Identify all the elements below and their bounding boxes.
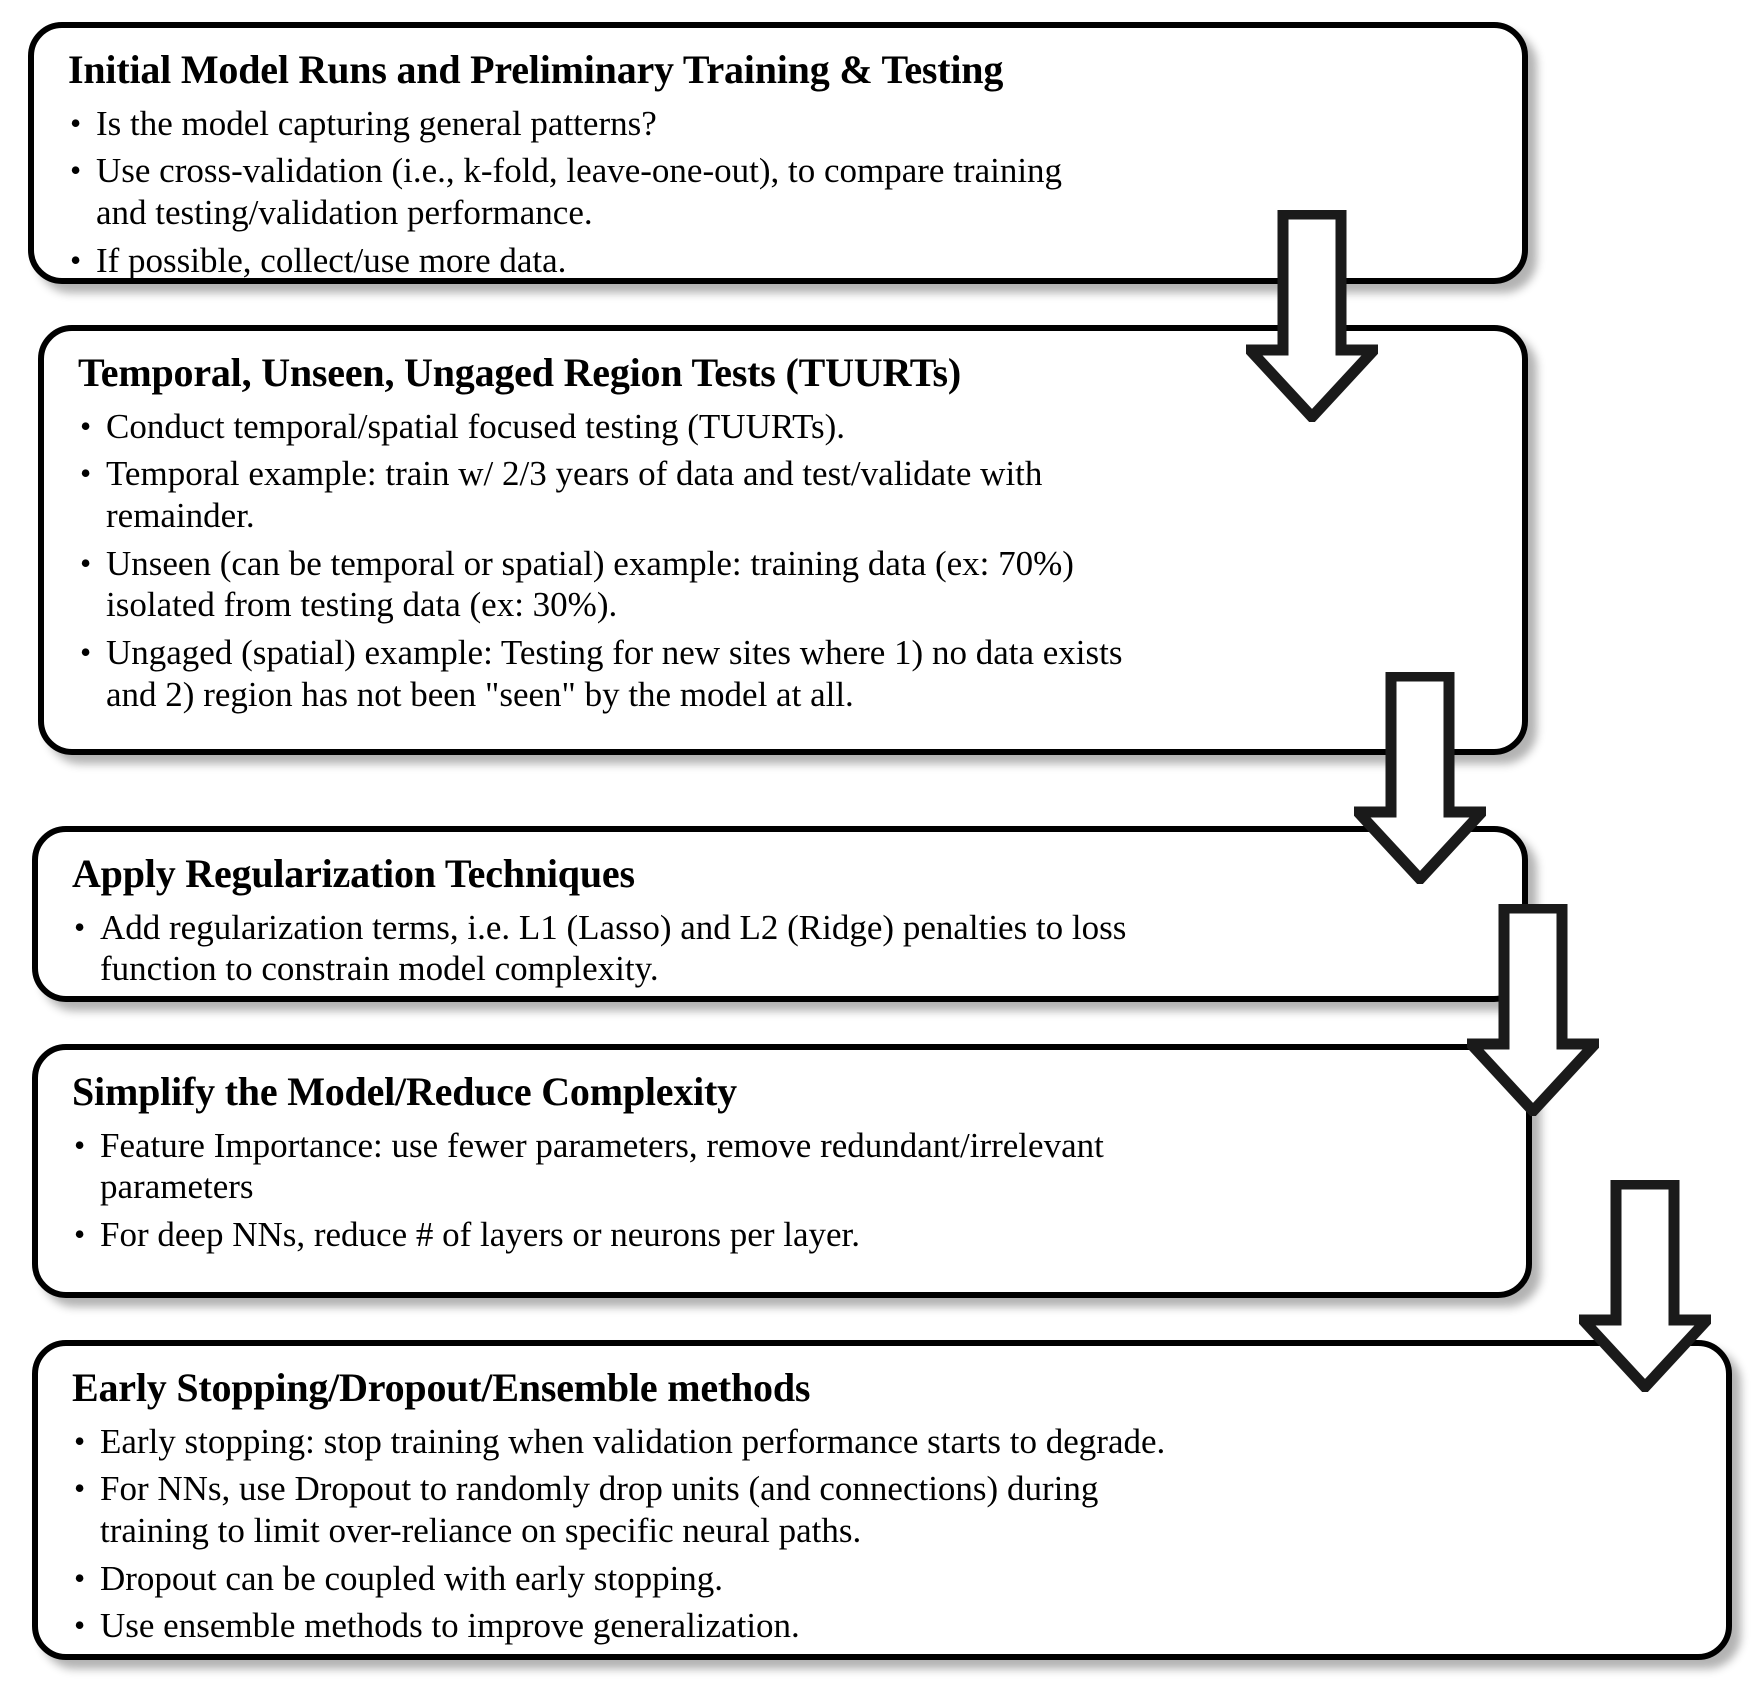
bullet-line: remainder. [106, 496, 255, 536]
list-item: • Use ensemble methods to improve genera… [70, 1605, 1700, 1647]
list-item: • Temporal example: train w/ 2/3 years o… [76, 453, 1496, 536]
step-bullet-list: • Is the model capturing general pattern… [60, 103, 1496, 282]
list-item: • Feature Importance: use fewer paramete… [70, 1125, 1500, 1208]
step-box-tuurts[interactable]: Temporal, Unseen, Ungaged Region Tests (… [38, 325, 1528, 755]
step-bullet-list: • Feature Importance: use fewer paramete… [64, 1125, 1500, 1256]
bullet-line: Use ensemble methods to improve generali… [100, 1606, 800, 1646]
list-item: • Dropout can be coupled with early stop… [70, 1558, 1700, 1600]
list-item: • Early stopping: stop training when val… [70, 1421, 1700, 1463]
bullet-icon: • [80, 455, 92, 492]
list-item: • Conduct temporal/spatial focused testi… [76, 406, 1496, 448]
bullet-line: parameters [100, 1167, 254, 1207]
list-item: • For NNs, use Dropout to randomly drop … [70, 1468, 1700, 1551]
arrow-3-connector [1467, 904, 1599, 1116]
bullet-icon: • [74, 908, 86, 945]
bullet-line: and 2) region has not been "seen" by the… [106, 674, 854, 714]
step-box-apply-regularization[interactable]: Apply Regularization Techniques • Add re… [32, 826, 1528, 1002]
bullet-line: Ungaged (spatial) example: Testing for n… [106, 633, 1123, 672]
arrow-1-connector [1246, 210, 1378, 422]
step-title: Simplify the Model/Reduce Complexity [72, 1069, 737, 1114]
step-title: Temporal, Unseen, Ungaged Region Tests (… [78, 350, 962, 395]
bullet-icon: • [80, 407, 92, 444]
bullet-line: If possible, collect/use more data. [96, 240, 567, 280]
bullet-icon: • [80, 634, 92, 670]
list-item: • Add regularization terms, i.e. L1 (Las… [70, 907, 1496, 990]
bullet-icon: • [74, 1607, 86, 1644]
bullet-line: Conduct temporal/spatial focused testing… [106, 406, 846, 446]
list-item: • For deep NNs, reduce # of layers or ne… [70, 1214, 1500, 1256]
bullet-line: Dropout can be coupled with early stoppi… [100, 1558, 724, 1598]
bullet-line: Add regularization terms, i.e. L1 (Lasso… [100, 907, 1127, 947]
step-box-initial-model-runs[interactable]: Initial Model Runs and Preliminary Train… [28, 22, 1528, 284]
arrow-2-connector [1354, 672, 1486, 884]
list-item: • Use cross-validation (i.e., k-fold, le… [66, 150, 1496, 233]
bullet-icon: • [74, 1559, 86, 1596]
step-box-simplify-model[interactable]: Simplify the Model/Reduce Complexity • F… [32, 1044, 1532, 1298]
list-item: • Ungaged (spatial) example: Testing for… [76, 632, 1496, 715]
bullet-line: Is the model capturing general patterns? [96, 103, 657, 143]
step-bullet-list: • Conduct temporal/spatial focused testi… [70, 406, 1496, 715]
bullet-icon: • [70, 241, 82, 278]
step-title: Apply Regularization Techniques [72, 851, 635, 896]
bullet-line: Feature Importance: use fewer parameters… [100, 1125, 1104, 1165]
bullet-icon: • [74, 1470, 86, 1507]
bullet-line: Unseen (can be temporal or spatial) exam… [106, 543, 1074, 583]
bullet-icon: • [70, 104, 82, 141]
list-item: • Is the model capturing general pattern… [66, 103, 1496, 145]
bullet-line: For deep NNs, reduce # of layers or neur… [100, 1215, 861, 1255]
bullet-line: Temporal example: train w/ 2/3 years of … [106, 454, 1043, 494]
bullet-line: function to constrain model complexity. [100, 949, 659, 989]
bullet-line: For NNs, use Dropout to randomly drop un… [100, 1469, 1099, 1509]
bullet-icon: • [70, 152, 82, 189]
bullet-icon: • [74, 1216, 86, 1253]
bullet-icon: • [80, 544, 92, 581]
list-item: • Unseen (can be temporal or spatial) ex… [76, 543, 1496, 626]
step-title: Early Stopping/Dropout/Ensemble methods [72, 1365, 811, 1410]
bullet-icon: • [74, 1126, 86, 1163]
step-bullet-list: • Add regularization terms, i.e. L1 (Las… [64, 907, 1496, 990]
bullet-line: training to limit over-reliance on speci… [100, 1511, 862, 1551]
bullet-icon: • [74, 1422, 86, 1459]
step-box-early-stopping[interactable]: Early Stopping/Dropout/Ensemble methods … [32, 1340, 1732, 1660]
bullet-line: isolated from testing data (ex: 30%). [106, 585, 618, 625]
step-title: Initial Model Runs and Preliminary Train… [68, 47, 1004, 92]
step-bullet-list: • Early stopping: stop training when val… [64, 1421, 1700, 1647]
bullet-line: Early stopping: stop training when valid… [100, 1421, 1166, 1461]
arrow-4-connector [1579, 1180, 1711, 1392]
list-item: • If possible, collect/use more data. [66, 240, 1496, 282]
bullet-line: Use cross-validation (i.e., k-fold, leav… [96, 151, 1063, 191]
bullet-line: and testing/validation performance. [96, 193, 593, 233]
